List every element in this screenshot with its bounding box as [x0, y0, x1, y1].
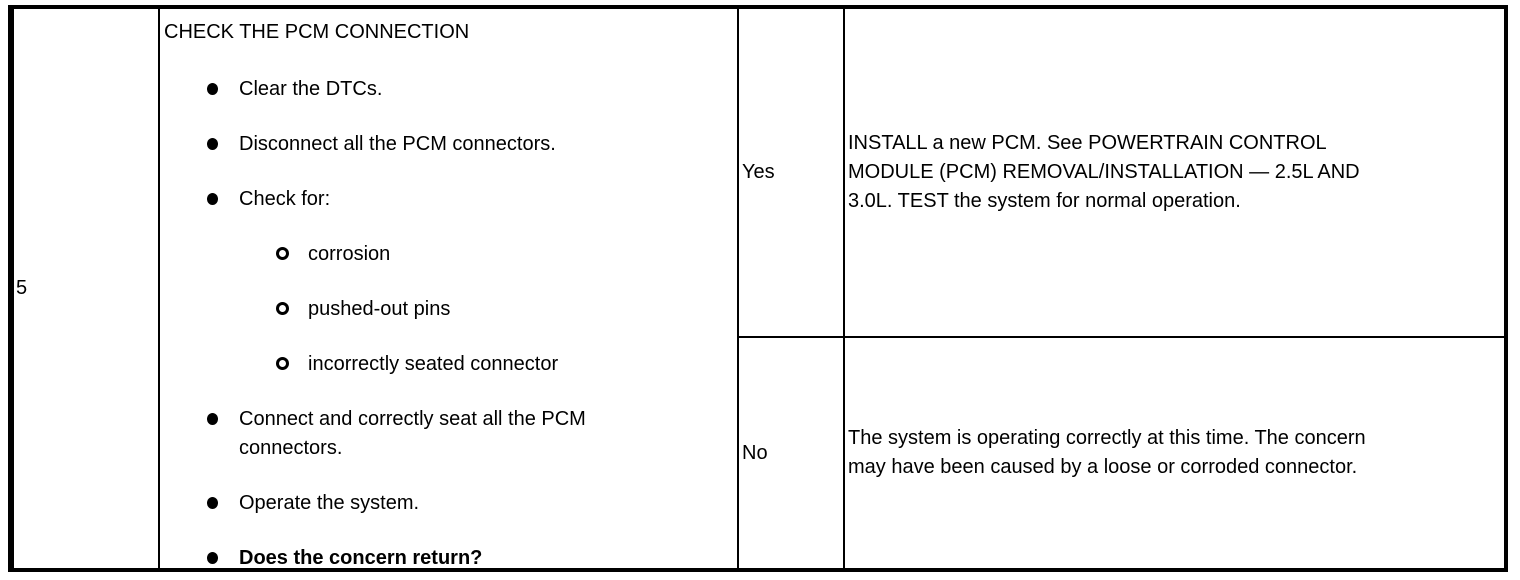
list-item: Clear the DTCs. [164, 75, 733, 104]
no-answer-label: No [742, 441, 768, 464]
hollow-bullet-icon [276, 357, 289, 370]
list-item-text: Does the concern return? [239, 547, 483, 568]
yes-answer-cell: Yes [739, 9, 845, 336]
yes-action-text: INSTALL a new PCM. See POWERTRAIN CONTRO… [848, 132, 1360, 212]
list-item-text: Operate the system. [239, 492, 420, 514]
list-item: Operate the system. [164, 489, 733, 518]
filled-bullet-icon [207, 552, 218, 564]
list-sub-item: pushed-out pins [164, 295, 733, 324]
no-action-cell: The system is operating correctly at thi… [845, 338, 1504, 568]
list-item: Disconnect all the PCM connectors. [164, 130, 733, 159]
list-sub-item: corrosion [164, 240, 733, 269]
result-row-yes: Yes INSTALL a new PCM. See POWERTRAIN CO… [739, 9, 1504, 338]
filled-bullet-icon [207, 497, 218, 509]
list-item-text: Disconnect all the PCM connectors. [239, 133, 556, 155]
list-item-question: Does the concern return? [164, 544, 733, 568]
list-item-text: Check for: [239, 188, 331, 210]
results-cell: Yes INSTALL a new PCM. See POWERTRAIN CO… [739, 9, 1504, 568]
test-title: CHECK THE PCM CONNECTION [164, 21, 470, 43]
hollow-bullet-icon [276, 247, 289, 260]
list-item-text: pushed-out pins [308, 298, 451, 320]
yes-action-cell: INSTALL a new PCM. See POWERTRAIN CONTRO… [845, 9, 1504, 336]
list-item-text: Connect and correctly seat all the PCM c… [239, 408, 586, 459]
pinpoint-test-table: 5 CHECK THE PCM CONNECTION Clear the DTC… [8, 5, 1508, 572]
filled-bullet-icon [207, 83, 218, 95]
list-item-text: Clear the DTCs. [239, 78, 383, 100]
yes-answer-label: Yes [742, 161, 775, 183]
filled-bullet-icon [207, 138, 218, 150]
no-action-text: The system is operating correctly at thi… [848, 427, 1366, 478]
test-cell: CHECK THE PCM CONNECTION Clear the DTCs.… [160, 9, 739, 568]
no-answer-cell: No [739, 338, 845, 568]
list-item: Connect and correctly seat all the PCM c… [164, 405, 733, 463]
list-item-text: incorrectly seated connector [308, 353, 559, 375]
list-item: Check for: [164, 185, 733, 214]
result-row-no: No The system is operating correctly at … [739, 338, 1504, 568]
list-item-text: corrosion [308, 243, 391, 265]
step-cell: 5 [14, 9, 160, 568]
list-sub-item: incorrectly seated connector [164, 350, 733, 379]
filled-bullet-icon [207, 413, 218, 425]
filled-bullet-icon [207, 193, 218, 205]
step-number: 5 [16, 277, 28, 299]
hollow-bullet-icon [276, 302, 289, 315]
